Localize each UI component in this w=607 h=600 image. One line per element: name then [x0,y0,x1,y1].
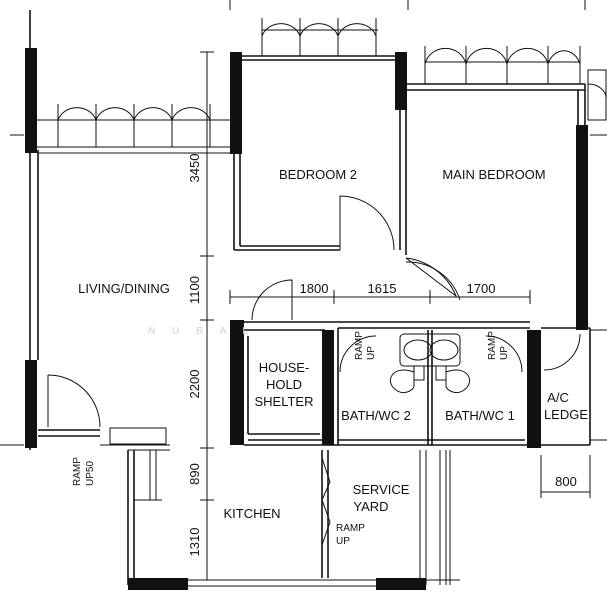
bath-1-ramp-label-2: UP [499,346,510,360]
ramp-labels: RAMP UP50 RAMP UP RAMP UP RAMP UP [72,331,510,547]
watermark: N U R A L [148,326,255,337]
dim-890: 890 [187,463,202,485]
bath-2-ramp-label-1: RAMP [354,331,365,360]
ac-ledge-label-2: LEDGE [544,407,588,422]
entrance-ramp-label-1: RAMP [72,457,83,486]
service-yard-label-2: YARD [353,499,388,514]
household-shelter-label-1: HOUSE- [259,360,310,375]
windows [57,18,607,147]
walls [25,10,591,590]
yard-ramp-label-2: UP [336,536,350,547]
dim-800: 800 [555,474,577,489]
ac-ledge-label-1: A/C [547,390,569,405]
main-bedroom-label: MAIN BEDROOM [442,167,545,182]
bath-2-ramp-label-2: UP [366,346,377,360]
service-yard-label-1: SERVICE [353,482,410,497]
dim-1310: 1310 [187,528,202,557]
dim-3450: 3450 [187,154,202,183]
doors [47,195,581,546]
dim-1800: 1800 [300,281,329,296]
dim-1615: 1615 [368,281,397,296]
bath-wc-1-label: BATH/WC 1 [445,408,515,423]
kitchen-label: KITCHEN [223,506,280,521]
household-shelter-label-2: HOLD [266,377,302,392]
dim-1100: 1100 [187,276,202,304]
bath-1-ramp-label-1: RAMP [487,331,498,360]
dim-2200: 2200 [187,370,202,399]
dimension-lines [0,0,607,581]
dimension-labels: 3450 1100 2200 890 1310 1800 1615 1700 8… [187,154,577,557]
yard-ramp-label-1: RAMP [336,523,365,534]
bedroom-2-label: BEDROOM 2 [279,167,357,182]
household-shelter-label-3: SHELTER [255,394,314,409]
room-labels: LIVING/DINING BEDROOM 2 MAIN BEDROOM HOU… [78,167,588,521]
bath-wc-2-label: BATH/WC 2 [341,408,411,423]
entrance-ramp-label-2: UP50 [85,461,96,486]
bath-fixtures [390,333,470,393]
living-dining-label: LIVING/DINING [78,281,170,296]
dim-1700: 1700 [467,281,496,296]
